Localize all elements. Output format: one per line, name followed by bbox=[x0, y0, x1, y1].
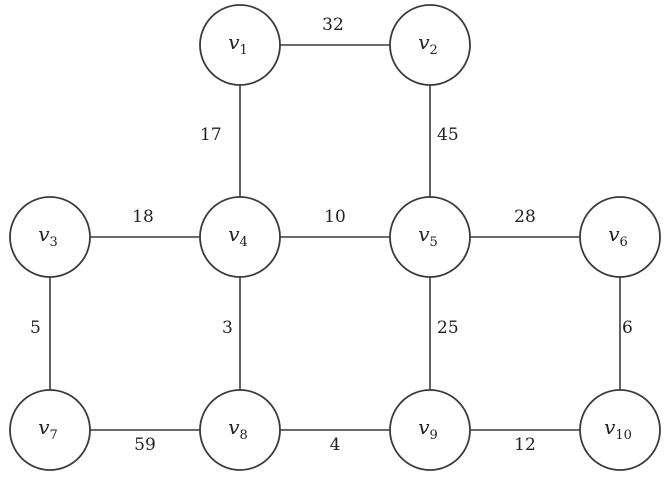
node-v8: v8 bbox=[199, 389, 281, 471]
node-v7: v7 bbox=[9, 389, 91, 471]
node-label-v9: v9 bbox=[418, 415, 438, 443]
edge-weight-v9-v10: 12 bbox=[514, 435, 536, 455]
node-subscript: 8 bbox=[240, 428, 248, 443]
node-circle-v9 bbox=[389, 389, 471, 471]
node-label-v4: v4 bbox=[228, 222, 248, 250]
node-subscript: 5 bbox=[430, 235, 438, 250]
edge-weight-v2-v5: 45 bbox=[437, 125, 459, 145]
node-circle-v6 bbox=[579, 196, 661, 278]
node-v3: v3 bbox=[9, 196, 91, 278]
node-label-v2: v2 bbox=[418, 30, 438, 58]
node-letter: v bbox=[418, 415, 430, 439]
node-letter: v bbox=[418, 30, 430, 54]
node-letter: v bbox=[228, 30, 240, 54]
node-circle-v4 bbox=[199, 196, 281, 278]
node-letter: v bbox=[228, 415, 240, 439]
node-v9: v9 bbox=[389, 389, 471, 471]
edge-weight-v4-v5: 10 bbox=[324, 207, 346, 227]
edge-layer bbox=[49, 44, 621, 431]
node-label-v10: v10 bbox=[604, 415, 632, 443]
node-circle-v10 bbox=[579, 389, 661, 471]
node-v5: v5 bbox=[389, 196, 471, 278]
edge-weight-v1-v2: 32 bbox=[322, 15, 344, 35]
node-v1: v1 bbox=[199, 4, 281, 86]
node-letter: v bbox=[38, 415, 50, 439]
node-label-v8: v8 bbox=[228, 415, 248, 443]
node-v10: v10 bbox=[579, 389, 661, 471]
node-subscript: 7 bbox=[50, 428, 58, 443]
node-circle-v1 bbox=[199, 4, 281, 86]
edge-weight-v3-v4: 18 bbox=[132, 207, 154, 227]
edge-weight-v5-v6: 28 bbox=[514, 207, 536, 227]
node-letter: v bbox=[228, 222, 240, 246]
node-subscript: 6 bbox=[620, 235, 628, 250]
node-subscript: 1 bbox=[240, 43, 248, 58]
edge-weight-v5-v9: 25 bbox=[437, 318, 459, 338]
node-subscript: 3 bbox=[50, 235, 58, 250]
node-subscript: 10 bbox=[615, 428, 632, 443]
node-label-v5: v5 bbox=[418, 222, 438, 250]
node-letter: v bbox=[604, 415, 616, 439]
node-v2: v2 bbox=[389, 4, 471, 86]
edge-weight-v4-v8: 3 bbox=[222, 318, 233, 338]
node-circle-v3 bbox=[9, 196, 91, 278]
edge-weight-v7-v8: 59 bbox=[134, 435, 156, 455]
node-circle-v2 bbox=[389, 4, 471, 86]
node-letter: v bbox=[418, 222, 430, 246]
node-v6: v6 bbox=[579, 196, 661, 278]
node-label-v3: v3 bbox=[38, 222, 58, 250]
edge-weight-v1-v4: 17 bbox=[200, 125, 222, 145]
edge-weight-v3-v7: 5 bbox=[30, 318, 41, 338]
node-subscript: 2 bbox=[430, 43, 438, 58]
node-v4: v4 bbox=[199, 196, 281, 278]
node-label-v7: v7 bbox=[38, 415, 58, 443]
node-subscript: 9 bbox=[430, 428, 438, 443]
edge-weight-v8-v9: 4 bbox=[330, 435, 341, 455]
node-label-v6: v6 bbox=[608, 222, 628, 250]
node-subscript: 4 bbox=[240, 235, 248, 250]
node-letter: v bbox=[38, 222, 50, 246]
node-circle-v7 bbox=[9, 389, 91, 471]
edge-weight-v6-v10: 6 bbox=[622, 318, 633, 338]
node-letter: v bbox=[608, 222, 620, 246]
node-label-v1: v1 bbox=[228, 30, 248, 58]
node-circle-v5 bbox=[389, 196, 471, 278]
node-circle-v8 bbox=[199, 389, 281, 471]
